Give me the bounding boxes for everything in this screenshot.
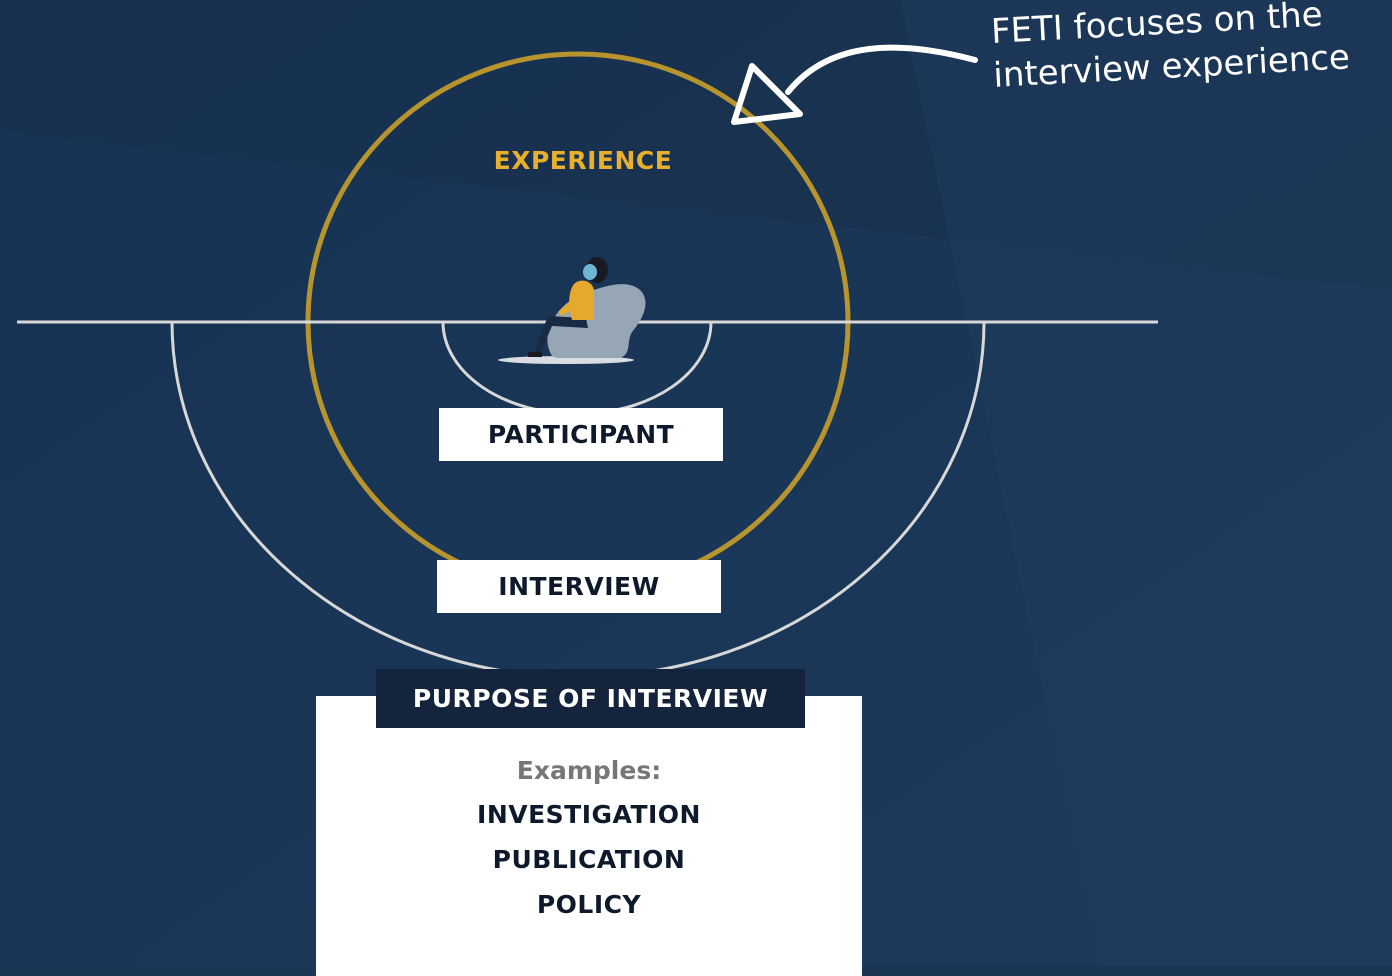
examples-label: Examples:	[516, 756, 662, 785]
example-item-investigation: INVESTIGATION	[477, 800, 701, 829]
purpose-panel	[316, 696, 862, 976]
background-shade-upper	[0, 0, 1392, 290]
person-shoe	[528, 352, 542, 357]
person-arm	[558, 296, 580, 316]
experience-label: EXPERIENCE	[493, 146, 673, 175]
interview-label: INTERVIEW	[498, 572, 660, 601]
person-face	[583, 264, 597, 280]
example-item-publication: PUBLICATION	[492, 845, 686, 874]
person-legs	[534, 316, 588, 354]
purpose-header: PURPOSE OF INTERVIEW	[376, 669, 805, 728]
participant-label: PARTICIPANT	[487, 420, 675, 449]
arrow-shaft	[785, 44, 978, 95]
example-item-policy: POLICY	[536, 890, 642, 919]
background-shade-right	[900, 0, 1392, 966]
purpose-title: PURPOSE OF INTERVIEW	[412, 684, 769, 713]
person-torso	[569, 280, 594, 320]
pointer-arrow	[731, 44, 978, 125]
arrow-head	[731, 63, 803, 125]
participant-illustration	[498, 257, 646, 364]
participant-box: PARTICIPANT	[439, 408, 723, 461]
interview-box: INTERVIEW	[437, 560, 721, 613]
